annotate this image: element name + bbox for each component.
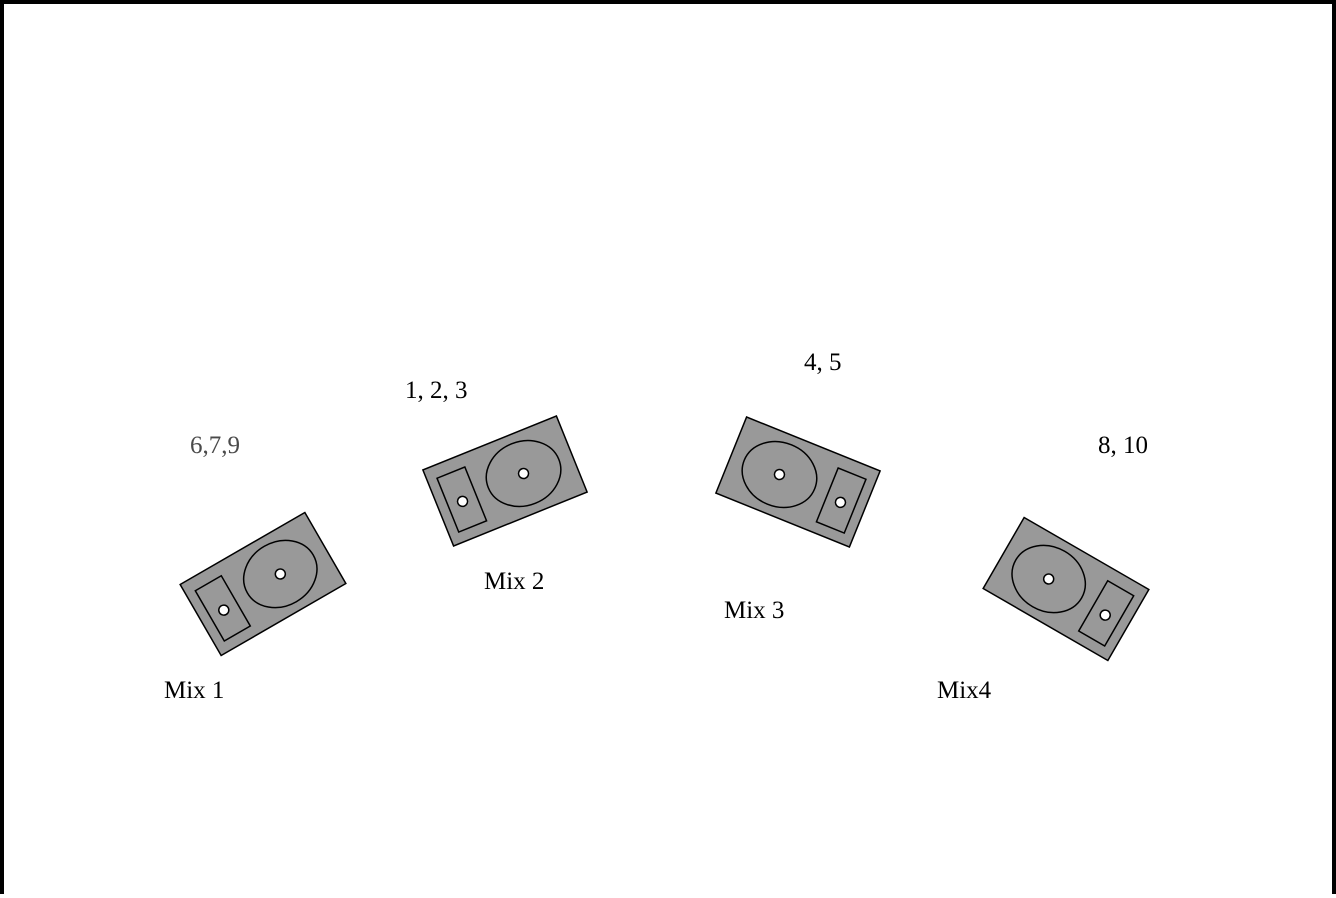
monitor-wedge-icon (714, 416, 882, 548)
mix-2-channels-label: 1, 2, 3 (405, 377, 468, 404)
stage-plot-canvas (179, 415, 1150, 662)
monitor-wedge-icon (179, 511, 347, 657)
mix-1-channels-label: 6,7,9 (190, 432, 240, 459)
mix-1-name-label: Mix 1 (164, 677, 225, 704)
mix-4-channels-label: 8, 10 (1098, 432, 1148, 459)
monitor-wedge-icon (421, 415, 589, 547)
mix-2-name-label: Mix 2 (484, 568, 545, 595)
monitor-wedge-icon (982, 516, 1150, 662)
mix-3-channels-label: 4, 5 (804, 349, 842, 376)
mix-3-name-label: Mix 3 (724, 597, 785, 624)
mix-4-name-label: Mix4 (937, 677, 992, 704)
